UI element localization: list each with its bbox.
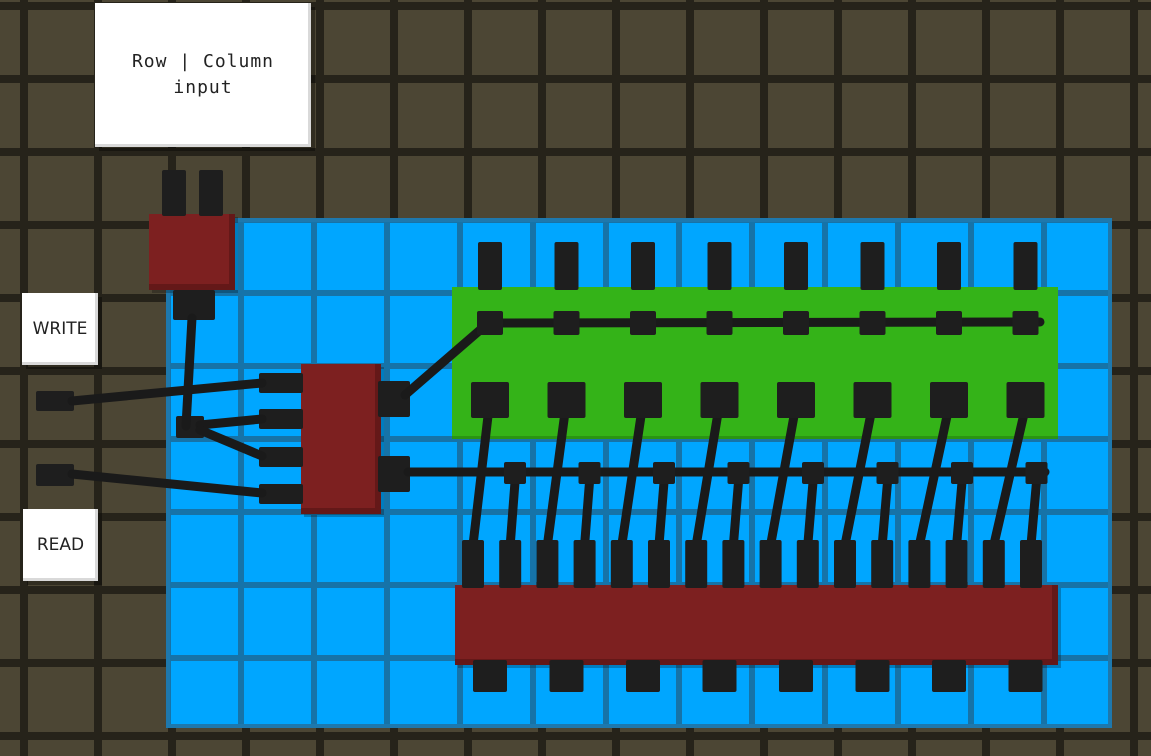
read-bus-node[interactable] — [653, 462, 675, 484]
bus-wire — [400, 319, 492, 400]
memory-input-pin[interactable] — [1020, 540, 1042, 588]
register-pin[interactable] — [1006, 382, 1045, 418]
input-splitter-block[interactable] — [149, 214, 235, 290]
bottom-pin[interactable] — [626, 660, 660, 692]
data-wire — [1026, 477, 1041, 550]
register-pin[interactable] — [853, 382, 892, 418]
memory-input-pin[interactable] — [722, 540, 745, 588]
register-pin[interactable] — [777, 382, 815, 418]
logic-input-pin[interactable] — [259, 373, 303, 393]
register-pin[interactable] — [930, 382, 968, 418]
memory-input-pin[interactable] — [499, 540, 522, 588]
bottom-pin[interactable] — [1008, 660, 1043, 692]
data-wire — [691, 411, 722, 550]
top-pin[interactable] — [478, 242, 502, 290]
memory-input-pin[interactable] — [796, 540, 819, 588]
memory-input-pin[interactable] — [982, 540, 1005, 588]
data-wire — [580, 477, 594, 550]
data-wire — [914, 411, 952, 550]
bus-node-pin[interactable] — [706, 311, 733, 335]
memory-input-pin[interactable] — [908, 540, 931, 588]
memory-input-pin[interactable] — [648, 540, 670, 588]
memory-input-pin[interactable] — [462, 540, 484, 588]
read-bus-node[interactable] — [876, 462, 899, 484]
read-bus-node[interactable] — [951, 462, 973, 484]
splitter-output-pin[interactable] — [173, 290, 215, 320]
data-wire — [654, 477, 669, 550]
memory-cell-block[interactable] — [455, 585, 1058, 665]
data-wire — [468, 411, 493, 550]
logic-input-pin[interactable] — [259, 447, 303, 467]
bottom-pin[interactable] — [702, 660, 737, 692]
logic-input-pin[interactable] — [259, 409, 303, 429]
data-wire — [617, 411, 646, 550]
junction-wire — [195, 425, 267, 461]
memory-input-pin[interactable] — [573, 540, 596, 588]
control-logic-block[interactable] — [301, 364, 381, 514]
read-bus-node[interactable] — [727, 462, 750, 484]
read-bus-node[interactable] — [504, 462, 526, 484]
top-pin[interactable] — [1013, 242, 1038, 290]
bus-node-pin[interactable] — [783, 311, 809, 335]
bus-node-pin[interactable] — [630, 311, 656, 335]
write-plug[interactable] — [36, 391, 74, 411]
bottom-pin[interactable] — [932, 660, 966, 692]
data-wire — [542, 411, 569, 550]
top-pin[interactable] — [937, 242, 961, 290]
read-wire — [67, 469, 267, 498]
register-pin[interactable] — [700, 382, 739, 418]
memory-input-pin[interactable] — [610, 540, 633, 588]
memory-input-pin[interactable] — [945, 540, 968, 588]
data-wire — [728, 477, 743, 550]
bus-node-pin[interactable] — [859, 311, 886, 335]
memory-input-pin[interactable] — [685, 540, 708, 588]
write-sign: WRITE — [22, 293, 98, 365]
register-pin[interactable] — [624, 382, 662, 418]
bus-node-pin[interactable] — [1012, 311, 1039, 335]
write-wire — [67, 378, 267, 406]
bus-node-pin[interactable] — [936, 311, 962, 335]
input-pin-row[interactable] — [162, 170, 186, 216]
bottom-pin[interactable] — [779, 660, 813, 692]
memory-input-pin[interactable] — [759, 540, 782, 588]
top-pin[interactable] — [860, 242, 885, 290]
bottom-pin[interactable] — [549, 660, 584, 692]
data-wire — [989, 411, 1028, 550]
data-wire — [952, 477, 967, 550]
data-wire — [877, 477, 892, 550]
read-bus-node[interactable] — [1025, 462, 1048, 484]
read-bus-node[interactable] — [802, 462, 824, 484]
read-bus-node[interactable] — [578, 462, 601, 484]
data-wire — [766, 411, 799, 550]
register-pin[interactable] — [471, 382, 509, 418]
junction-wire — [195, 414, 267, 430]
data-wire — [505, 477, 520, 550]
top-pin[interactable] — [784, 242, 808, 290]
top-pin[interactable] — [554, 242, 579, 290]
splitter-wire — [181, 313, 197, 431]
logic-output-pin-upper[interactable] — [378, 381, 410, 417]
top-pin[interactable] — [631, 242, 655, 290]
input-pin-column[interactable] — [199, 170, 223, 216]
row-column-input-sign: Row | Column input — [95, 3, 311, 147]
logic-input-pin[interactable] — [259, 484, 303, 504]
bus-node-pin[interactable] — [477, 311, 503, 335]
memory-input-pin[interactable] — [871, 540, 894, 588]
bottom-pin[interactable] — [855, 660, 890, 692]
data-wire — [803, 477, 818, 550]
memory-input-pin[interactable] — [536, 540, 559, 588]
logic-output-pin-lower[interactable] — [378, 456, 410, 492]
top-pin[interactable] — [707, 242, 732, 290]
bus-node-pin[interactable] — [553, 311, 580, 335]
read-sign: READ — [23, 509, 98, 581]
register-pin[interactable] — [547, 382, 586, 418]
memory-input-pin[interactable] — [834, 540, 856, 588]
data-wire — [840, 411, 875, 550]
read-plug[interactable] — [36, 464, 74, 486]
connector-pins — [36, 170, 410, 504]
bottom-pin[interactable] — [473, 660, 507, 692]
